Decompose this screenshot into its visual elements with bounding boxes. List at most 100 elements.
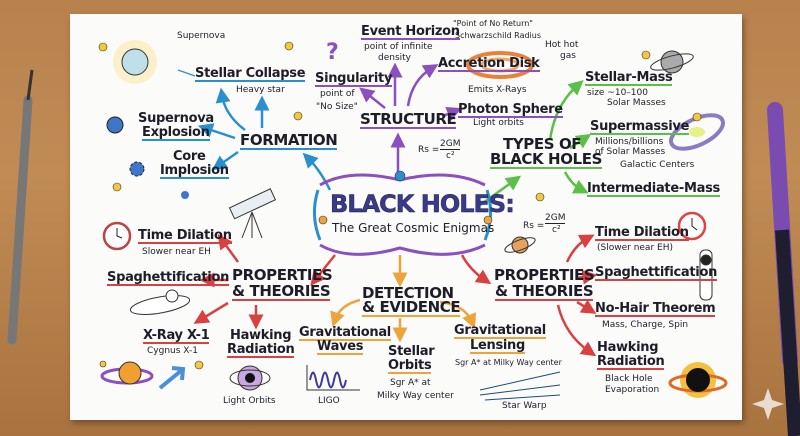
eh-note-1: point of infinite — [364, 42, 433, 52]
clock-right-icon — [677, 211, 707, 241]
spaghettification-left[interactable]: Spaghettification — [107, 270, 230, 286]
singularity-node[interactable]: Singularity — [315, 71, 393, 87]
no-hair-node[interactable]: No-Hair Theorem — [595, 301, 716, 317]
orbits-note-2: Milky Way center — [377, 391, 454, 401]
grav-waves-line2[interactable]: Waves — [317, 339, 364, 355]
super-note-2: of Solar Masses — [595, 147, 666, 157]
planet-icon — [650, 50, 694, 74]
galactic-note: Galactic Centers — [620, 160, 695, 170]
formula-right-num: 2GM — [545, 213, 566, 224]
grav-waves-line1[interactable]: Gravitational — [299, 325, 391, 341]
marker-purple-icon — [767, 102, 800, 436]
supernova-icon — [113, 40, 157, 84]
props-right-line2[interactable]: & THEORIES — [495, 282, 594, 301]
galaxy-icon — [669, 113, 725, 151]
core-implosion-line1[interactable]: Core — [173, 149, 206, 164]
question-mark: ? — [326, 40, 339, 65]
types-node-line2[interactable]: BLACK HOLES — [490, 150, 602, 169]
lensing-line2[interactable]: Lensing — [470, 338, 526, 354]
pen-left-icon — [7, 69, 34, 345]
telescope-icon — [228, 188, 277, 239]
hawking-right-line1[interactable]: Hawking — [597, 340, 659, 355]
stellar-collapse-node[interactable]: Stellar Collapse — [195, 66, 306, 82]
singularity-note-1: point of — [320, 89, 355, 99]
black-hole-icon — [229, 365, 271, 391]
stellar-note-1: size ~10–100 — [587, 88, 648, 98]
time-note-left: Slower near EH — [142, 247, 211, 257]
sparkle-icon — [752, 388, 784, 420]
structure-node[interactable]: STRUCTURE — [360, 110, 457, 129]
intermediate-mass-node[interactable]: Intermediate-Mass — [587, 181, 720, 197]
xray-planet-icon — [100, 361, 154, 385]
blue-arrow-icon — [158, 366, 186, 390]
super-note-1: Millions/billions — [595, 137, 664, 147]
props-right-line1[interactable]: PROPERTIES — [494, 266, 595, 284]
formula-right-lhs: Rs = — [523, 221, 545, 231]
mind-map-paper — [70, 14, 742, 420]
clock-icon — [102, 221, 132, 251]
supernova-label: Supernova — [177, 31, 226, 41]
xrays-note: Emits X-Rays — [468, 85, 527, 95]
props-left-line1[interactable]: PROPERTIES — [232, 266, 333, 284]
hot-gas-2: gas — [560, 51, 576, 61]
accretion-disk-node[interactable]: Accretion Disk — [438, 56, 540, 72]
supernova-explosion-line2[interactable]: Explosion — [142, 125, 210, 141]
hawking-note-2: Evaporation — [605, 385, 660, 395]
right-planet-icon — [504, 236, 536, 254]
ligo-label: LIGO — [318, 396, 340, 406]
stellar-orbits-line2[interactable]: Orbits — [388, 358, 432, 374]
photon-sphere-node[interactable]: Photon Sphere — [458, 102, 563, 118]
spaghettification-right[interactable]: Spaghettification — [595, 265, 718, 281]
hawking-left-line1[interactable]: Hawking — [230, 328, 292, 343]
eh-side-2: Schwarzschild Radius — [455, 31, 542, 40]
star-icons — [98, 41, 702, 370]
astronaut-stretched-icon — [699, 249, 713, 301]
eh-note-2: density — [378, 53, 411, 63]
hawking-left-line2[interactable]: Radiation — [227, 342, 295, 358]
supernova-explosion-line1[interactable]: Supernova — [138, 111, 214, 126]
star-warp-icon — [479, 371, 561, 401]
formula-num: 2GM — [440, 139, 461, 150]
main-title: BLACK HOLES: — [330, 190, 515, 219]
implosion-star-icon — [129, 161, 145, 177]
eh-side-1: "Point of No Return" — [453, 19, 533, 28]
stellar-orbits-line1[interactable]: Stellar — [388, 344, 435, 359]
hawking-note-1: Black Hole — [605, 374, 653, 384]
detection-line1[interactable]: DETECTION — [362, 284, 454, 302]
formula-right-den: c² — [552, 225, 561, 235]
astronaut-icon — [129, 289, 191, 315]
time-dilation-left[interactable]: Time Dilation — [138, 228, 232, 244]
time-dilation-right[interactable]: Time Dilation — [595, 225, 689, 241]
hot-gas-1: Hot hot — [545, 40, 579, 50]
core-implosion-line2[interactable]: Implosion — [160, 163, 229, 179]
star-warp-label: Star Warp — [502, 401, 547, 411]
time-note-right: (Slower near EH) — [597, 243, 673, 253]
hawking-right-line2[interactable]: Radiation — [597, 354, 665, 370]
evaporating-black-hole-icon — [668, 362, 728, 398]
light-orbits-label: Light Orbits — [223, 396, 276, 406]
main-subtitle: The Great Cosmic Enigmas — [332, 221, 495, 235]
types-node-line1[interactable]: TYPES OF — [503, 135, 582, 153]
lensing-note: Sgr A* at Milky Way center — [455, 358, 562, 367]
lensing-line1[interactable]: Gravitational — [454, 323, 546, 339]
no-hair-note: Mass, Charge, Spin — [602, 320, 689, 330]
supermassive-node[interactable]: Supermassive — [590, 119, 690, 135]
formula-lhs: Rs = — [418, 145, 440, 155]
cygnus-note: Cygnus X-1 — [147, 346, 198, 356]
ligo-wave-icon — [306, 365, 360, 391]
heavy-star-note: Heavy star — [236, 85, 285, 95]
stellar-note-2: Solar Masses — [607, 98, 666, 108]
formula-den: c² — [446, 151, 455, 161]
explosion-star-icon — [106, 116, 124, 134]
singularity-note-2: "No Size" — [316, 102, 358, 112]
stellar-mass-node[interactable]: Stellar-Mass — [585, 70, 673, 86]
orbits-note-1: Sgr A* at — [390, 378, 431, 388]
detection-line2[interactable]: & EVIDENCE — [362, 298, 461, 317]
formation-node[interactable]: FORMATION — [240, 131, 338, 150]
light-orbits-note: Light orbits — [473, 118, 524, 128]
props-left-line2[interactable]: & THEORIES — [232, 282, 331, 301]
xray-node[interactable]: X-Ray X-1 — [143, 328, 210, 344]
event-horizon-node[interactable]: Event Horizon — [361, 24, 460, 40]
small-star-icon — [181, 191, 189, 199]
